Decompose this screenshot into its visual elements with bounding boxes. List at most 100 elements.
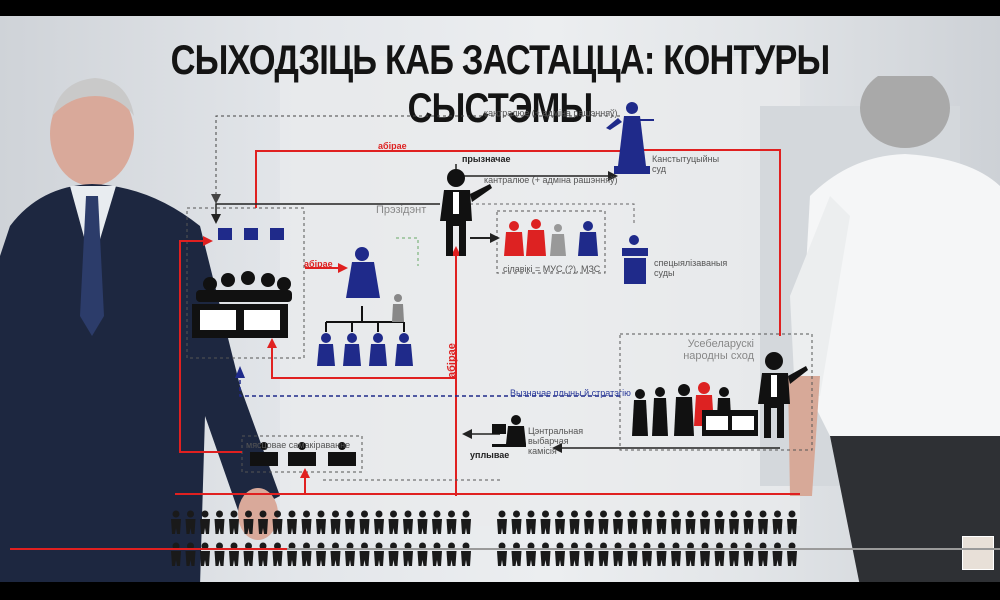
president-icon [440, 169, 492, 256]
page-title: СЫХОДЗІЦЬ КАБ ЗАСТАЦЦА: КОНТУРЫ СЫСТЭМЫ [170, 36, 831, 131]
citizen-body [656, 519, 667, 534]
citizen-head [404, 510, 412, 518]
citizen-head [716, 510, 723, 518]
citizen-body [555, 519, 565, 534]
citizens-left-icon [171, 510, 471, 566]
assembly-box [619, 333, 813, 451]
citizen-head [513, 542, 520, 550]
citizen-head [462, 510, 470, 518]
citizen-body [758, 551, 768, 566]
citizen-head [433, 510, 441, 518]
citizen-body [497, 519, 507, 534]
label-centralnaja: Цэнтральная выбарчая камісія [528, 426, 584, 456]
citizen-head [527, 542, 535, 550]
citizen-head [332, 542, 339, 550]
parliament-box [186, 207, 305, 359]
label-pryznachae: прызначае [462, 154, 511, 164]
video-frame: СЫХОДЗІЦЬ КАБ ЗАСТАЦЦА: КОНТУРЫ СЫСТЭМЫ [0, 16, 1000, 582]
citizen-body [330, 519, 341, 534]
label-kantraluje: кантралюе (+ адміна рашэнняў) [484, 108, 618, 118]
video-progress-fill [10, 548, 288, 550]
citizen-head [745, 542, 752, 550]
citizen-body [272, 519, 283, 534]
label-samakiravanne: мясцовае самакіраванне [246, 440, 351, 450]
citizen-body [613, 551, 623, 566]
citizen-head [701, 542, 709, 550]
label-abirae-left: абірае [304, 259, 333, 269]
citizen-head [419, 542, 426, 550]
citizen-body [403, 551, 413, 566]
parliament-icon [192, 228, 292, 338]
citizen-head [687, 510, 694, 518]
citizen-body [642, 551, 652, 566]
citizen-head [230, 510, 238, 518]
citizen-body [200, 551, 210, 566]
citizen-body [714, 519, 725, 534]
citizen-body [214, 519, 225, 534]
citizen-body [301, 519, 312, 534]
citizen-head [600, 542, 607, 550]
label-abirae-top: абірае [378, 141, 407, 151]
label-vyznachae: Вызначае плыны й стратэгію [510, 388, 631, 398]
citizen-head [759, 510, 767, 518]
citizen-body [359, 551, 370, 566]
citizen-head [230, 542, 238, 550]
citizen-body [417, 551, 428, 566]
citizen-head [187, 510, 194, 518]
citizen-head [361, 542, 368, 550]
citizen-head [317, 542, 325, 550]
citizen-body [526, 519, 536, 534]
citizen-head [404, 542, 412, 550]
citizen-body [511, 551, 522, 566]
label-uplyvae: уплывае [470, 450, 510, 460]
citizen-head [201, 542, 209, 550]
citizen-body [540, 551, 551, 566]
citizen-body [540, 519, 551, 534]
local-government-icon [250, 442, 356, 466]
citizen-body [461, 519, 471, 534]
citizen-head [245, 542, 252, 550]
citizen-body [700, 519, 710, 534]
citizen-body [417, 519, 428, 534]
constitutional-court-icon [606, 102, 654, 174]
citizen-head [600, 510, 607, 518]
citizen-head [259, 542, 267, 550]
label-kantraluje2: кантралюе (+ адміна рашэнняў) [484, 175, 618, 185]
citizen-head [216, 542, 223, 550]
label-kanstytucyjny: Канстытуцыйны суд [652, 154, 720, 174]
citizen-head [288, 542, 296, 550]
citizen-body [258, 519, 268, 534]
citizen-body [511, 519, 522, 534]
citizen-head [585, 542, 593, 550]
citizen-head [571, 510, 578, 518]
citizens-right-icon [497, 510, 797, 566]
citizen-head [216, 510, 223, 518]
citizen-head [614, 542, 622, 550]
citizen-head [462, 542, 470, 550]
citizen-head [498, 542, 506, 550]
citizen-head [346, 510, 354, 518]
citizen-body [656, 551, 667, 566]
citizen-body [671, 551, 681, 566]
citizen-head [629, 510, 636, 518]
label-usebelaruski: Усебеларускі народны сход [683, 338, 754, 362]
citizen-head [361, 510, 368, 518]
citizen-head [527, 510, 535, 518]
citizen-head [498, 510, 506, 518]
citizen-head [419, 510, 426, 518]
citizen-head [375, 542, 383, 550]
video-progress-bar[interactable] [10, 548, 1000, 550]
citizen-body [171, 551, 181, 566]
citizen-body [569, 551, 580, 566]
citizen-body [555, 551, 565, 566]
citizen-head [274, 542, 281, 550]
citizen-body [185, 551, 196, 566]
citizen-head [687, 542, 694, 550]
right-person-figure [788, 76, 1000, 582]
citizen-body [714, 551, 725, 566]
citizen-body [598, 551, 609, 566]
citizen-body [359, 519, 370, 534]
election-commission-icon [492, 415, 526, 447]
citizen-head [614, 510, 622, 518]
citizen-head [448, 542, 455, 550]
